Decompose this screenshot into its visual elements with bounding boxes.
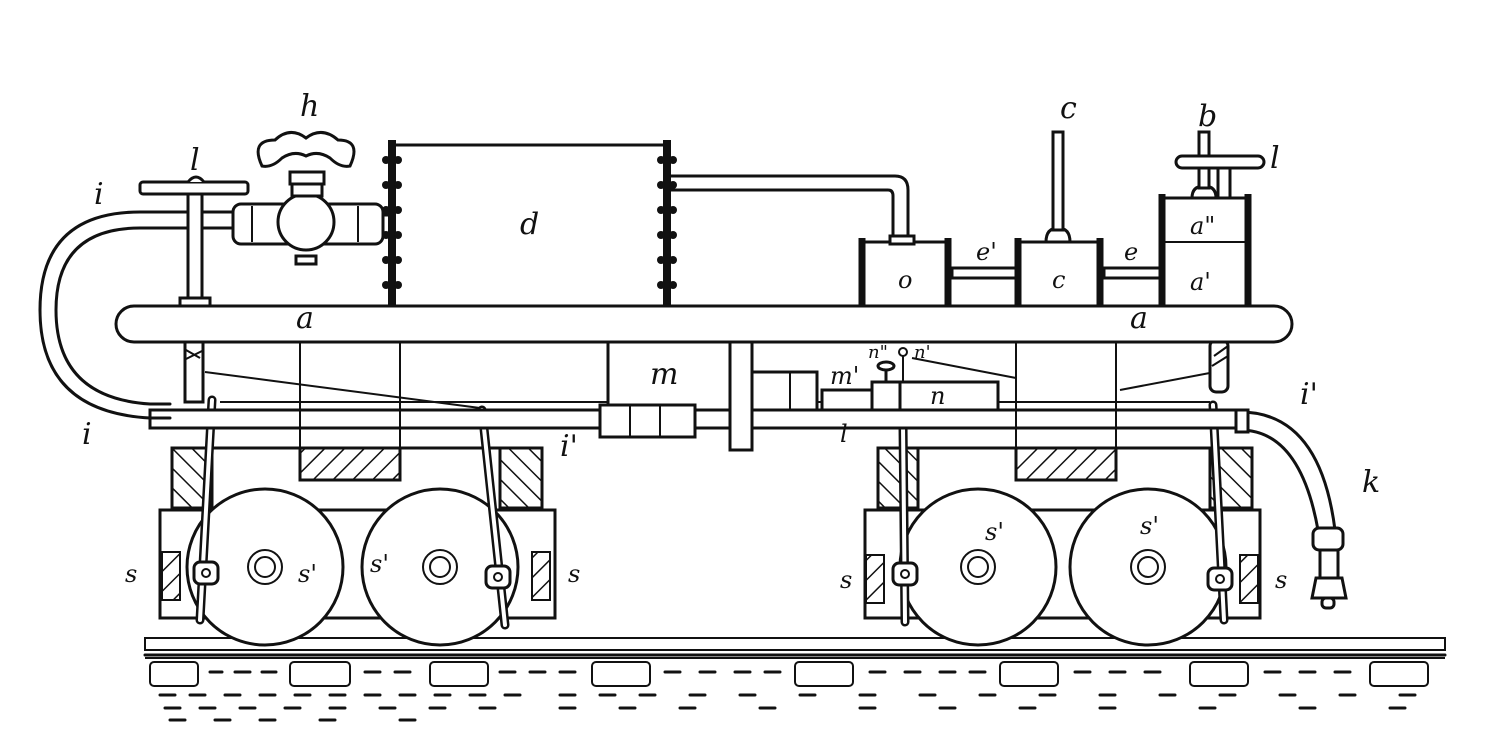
handwheel-l-left[interactable] xyxy=(138,175,250,308)
label-a-double-prime: a" xyxy=(1190,212,1216,240)
central-apparatus xyxy=(598,338,1242,452)
label-l-left: l xyxy=(190,143,200,178)
label-s-right-outer: s xyxy=(1275,566,1288,594)
label-i-prime-right: i' xyxy=(1300,377,1318,412)
cylinder-a-prime xyxy=(1158,130,1266,308)
label-e: e xyxy=(1124,238,1139,266)
pipe-c xyxy=(1051,130,1065,232)
pipe-e xyxy=(1102,266,1162,280)
rail-track xyxy=(143,637,1447,722)
valve-h[interactable] xyxy=(231,131,395,266)
label-i-prime-center: i' xyxy=(560,429,578,464)
label-n: n xyxy=(930,382,946,410)
label-s-prime-3: s' xyxy=(985,518,1004,546)
label-m-prime: m' xyxy=(830,362,860,390)
label-l-right: l xyxy=(1270,141,1280,176)
label-e-prime: e' xyxy=(976,238,997,266)
label-h: h xyxy=(300,89,320,124)
label-s-prime-1: s' xyxy=(298,560,317,588)
wheel-left-2 xyxy=(360,487,520,647)
label-d: d xyxy=(520,207,540,242)
cylinder-o xyxy=(858,234,952,308)
label-b: b xyxy=(1198,99,1218,134)
label-i-bottom-left: i xyxy=(82,417,92,452)
label-a-right: a xyxy=(1130,301,1148,336)
label-s-prime-2: s' xyxy=(370,550,389,578)
left-truck xyxy=(158,395,557,647)
label-s-left-outer: s xyxy=(125,560,138,588)
box-n xyxy=(898,380,1000,412)
handwheel-l-right[interactable] xyxy=(1174,154,1266,170)
label-i-top-left: i xyxy=(94,177,104,212)
hose-i xyxy=(38,210,237,420)
hose-k xyxy=(1234,408,1348,610)
label-n-double-prime: n" xyxy=(868,342,888,363)
label-a-prime: a' xyxy=(1190,268,1211,296)
label-s-left-inner: s xyxy=(568,560,581,588)
pipe-e-prime xyxy=(950,266,1018,280)
cylinder-c xyxy=(1014,130,1104,308)
label-l-pipe: l xyxy=(840,420,848,448)
label-a-left: a xyxy=(296,301,314,336)
label-c-top: c xyxy=(1060,91,1077,126)
label-s-prime-4: s' xyxy=(1140,512,1159,540)
tank-d xyxy=(382,140,910,308)
label-o: o xyxy=(898,266,913,294)
wheel-right-1 xyxy=(898,487,1058,647)
pipe-a xyxy=(114,304,1294,344)
label-n-prime: n' xyxy=(914,342,931,363)
label-m: m xyxy=(650,357,679,392)
label-s-right-inner: s xyxy=(840,566,853,594)
label-k: k xyxy=(1362,465,1381,500)
label-c-box: c xyxy=(1052,266,1066,294)
wheel-left-1 xyxy=(185,487,345,647)
box-m-prime xyxy=(820,388,874,412)
right-truck xyxy=(863,400,1262,647)
